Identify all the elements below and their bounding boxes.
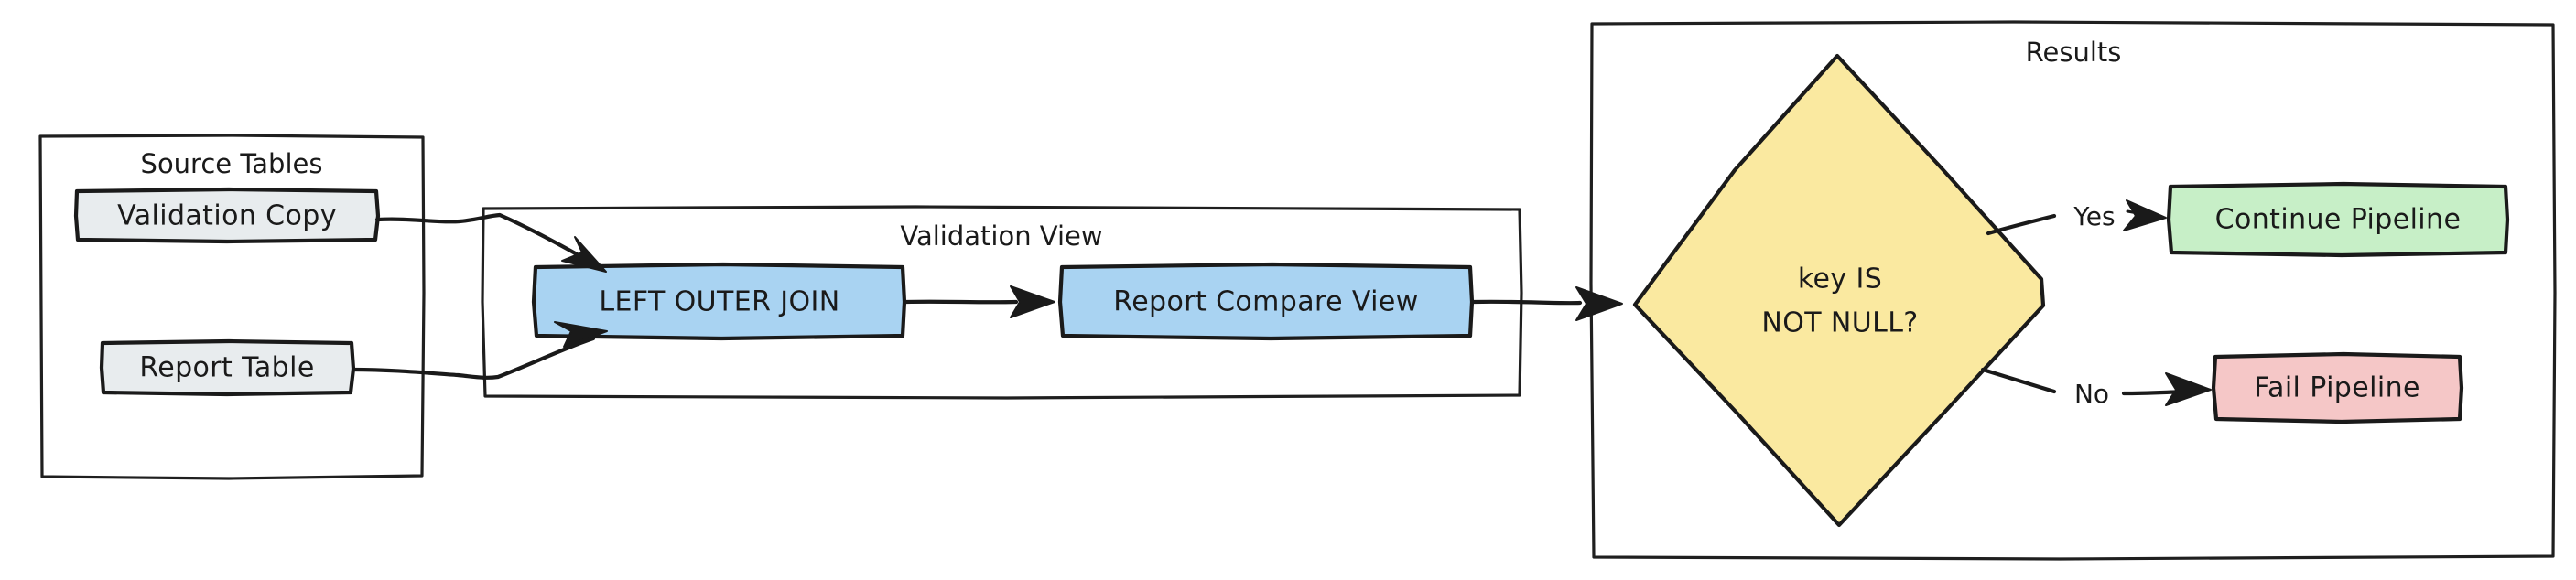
node-continue-pipeline[interactable]: Continue Pipeline [2166,181,2510,258]
key-is-not-null-label-line2: NOT NULL? [1761,307,1918,339]
edge-label-no: No [2074,379,2109,409]
container-results: Results [1589,20,2557,561]
edge-line-6 [1980,367,2057,394]
validation-copy-box [73,187,381,244]
validation-view-border [481,205,1523,400]
report-table-box [99,338,356,397]
left-outer-join-box [531,262,907,341]
edge-line-2 [351,336,596,380]
report-compare-view-label: Report Compare View [1113,286,1418,318]
edge-line-1 [374,212,596,266]
source-tables-label: Source Tables [141,148,323,179]
fail-pipeline-label: Fail Pipeline [2254,372,2420,404]
source-tables-border [38,134,426,480]
key-is-not-null-label-line1: key IS [1798,263,1882,295]
arrow-head-6 [2165,372,2212,406]
edge-line-5 [1986,213,2057,236]
key-is-not-null-diamond [1632,53,2046,528]
validation-view-label: Validation View [900,220,1102,252]
edge-report-table-to-join [351,321,608,380]
fail-pipeline-box [2211,351,2464,424]
report-table-label: Report Table [139,352,314,384]
edge-decision-no-to-fail: No [1980,367,2212,409]
node-left-outer-join[interactable]: LEFT OUTER JOIN [531,262,907,341]
edge-label-yes: Yes [2073,201,2115,231]
edge-validation-copy-to-join [374,212,607,273]
report-compare-view-box [1057,262,1475,341]
arrow-head-5 [2123,199,2167,231]
continue-pipeline-box [2166,181,2510,258]
edge-line-3 [904,299,1019,305]
arrow-head-2 [554,321,608,348]
continue-pipeline-label: Continue Pipeline [2215,204,2462,236]
arrow-head-1 [561,236,607,273]
container-validation-view: Validation View [481,205,1523,400]
edge-line-4 [1471,299,1583,306]
validation-copy-label: Validation Copy [117,200,337,232]
arrow-head-3 [1010,285,1055,318]
left-outer-join-label: LEFT OUTER JOIN [599,286,839,318]
node-report-table[interactable]: Report Table [99,338,356,397]
edge-join-to-compare-view [904,285,1055,318]
node-key-is-not-null[interactable]: key IS NOT NULL? [1632,53,2046,528]
node-validation-copy[interactable]: Validation Copy [73,187,381,244]
edge-decision-yes-to-continue: Yes [1986,199,2167,236]
results-border [1589,20,2557,561]
node-report-compare-view[interactable]: Report Compare View [1057,262,1475,341]
node-fail-pipeline[interactable]: Fail Pipeline [2211,351,2464,424]
edge-compare-view-to-decision [1471,286,1623,321]
results-label: Results [2026,37,2122,68]
arrow-head-4 [1575,286,1623,321]
container-source-tables: Source Tables [38,134,426,480]
